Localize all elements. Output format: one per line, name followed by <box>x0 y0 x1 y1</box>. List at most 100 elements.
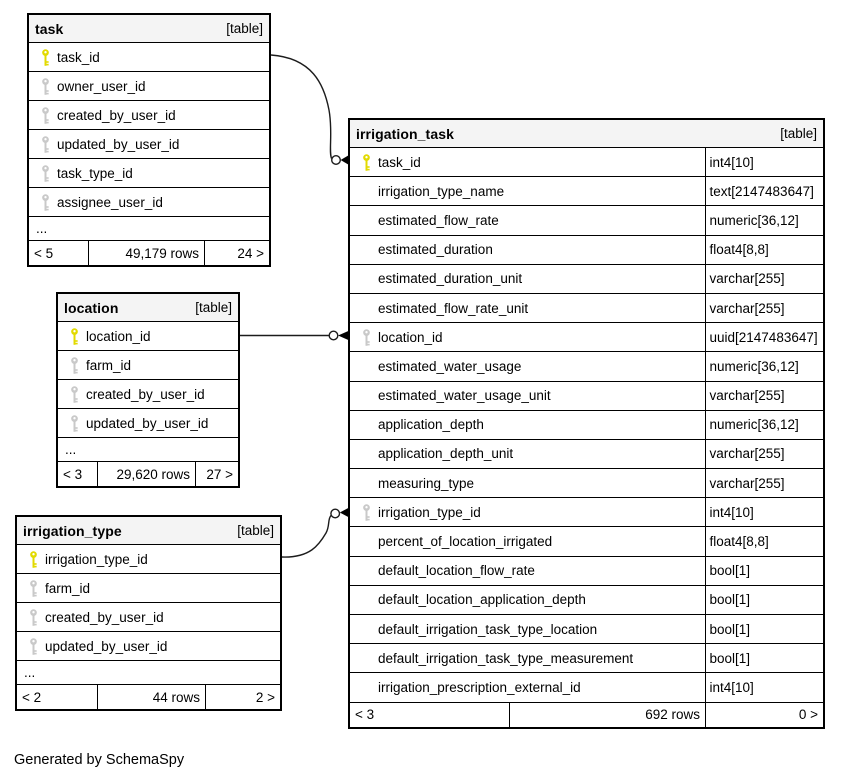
column-row: farm_id <box>58 350 238 379</box>
column-row: default_irrigation_task_type_measurement… <box>350 643 823 673</box>
ellipsis-label: ... <box>65 442 77 457</box>
column-row: task_id <box>29 42 269 71</box>
rows-count: 44 rows <box>97 685 205 709</box>
column-name: task_id <box>57 49 100 65</box>
column-row: irrigation_prescription_external_id int4… <box>350 672 823 702</box>
column-name: irrigation_type_id <box>45 551 148 567</box>
arrowhead-icon <box>340 155 348 165</box>
column-name: default_location_application_depth <box>378 592 586 608</box>
column-row: updated_by_user_id <box>17 631 280 660</box>
relationship-task-to-irrigation-task <box>270 54 333 159</box>
column-name: irrigation_type_id <box>378 504 481 520</box>
column-row: assignee_user_id <box>29 187 269 216</box>
index-key-icon <box>42 164 49 182</box>
column-name: default_irrigation_task_type_location <box>378 621 598 637</box>
column-name: default_location_flow_rate <box>378 563 535 579</box>
zero-or-one-symbol <box>328 330 339 341</box>
index-key-icon <box>30 637 37 655</box>
table-name[interactable]: irrigation_task <box>356 125 454 142</box>
column-name: default_irrigation_task_type_measurement <box>378 650 634 666</box>
column-row: updated_by_user_id <box>29 129 269 158</box>
rows-count: 49,179 rows <box>88 241 204 265</box>
column-row: estimated_duration_unit varchar[255] <box>350 263 823 293</box>
column-name: measuring_type <box>378 475 475 491</box>
table-name[interactable]: location <box>64 299 119 316</box>
column-row: measuring_type varchar[255] <box>350 468 823 498</box>
index-key-icon <box>42 193 49 211</box>
table-type-tag: [table] <box>237 523 274 538</box>
column-type: numeric[36,12] <box>709 417 799 433</box>
table-footer: < 3 692 rows 0 > <box>350 701 823 727</box>
column-name: application_depth <box>378 417 484 433</box>
table-footer: < 3 29,620 rows 27 > <box>58 461 238 486</box>
column-name: assignee_user_id <box>57 194 163 210</box>
column-row: task_id int4[10] <box>350 147 823 177</box>
table-header: irrigation_task [table] <box>350 120 823 147</box>
column-name: estimated_water_usage <box>378 358 522 374</box>
rows-count: 692 rows <box>509 702 705 727</box>
index-key-icon <box>71 356 78 374</box>
children-count: 24 > <box>204 241 269 265</box>
column-name: task_id <box>378 154 421 170</box>
column-name: updated_by_user_id <box>86 415 209 431</box>
column-name: estimated_duration_unit <box>378 271 523 287</box>
column-row: estimated_water_usage_unit varchar[255] <box>350 380 823 410</box>
column-type: int4[10] <box>709 504 754 520</box>
column-row: estimated_duration float4[8,8] <box>350 234 823 264</box>
column-type: uuid[2147483647] <box>709 329 818 345</box>
index-key-icon <box>42 106 49 124</box>
table-header: task [table] <box>29 15 269 42</box>
column-type: varchar[255] <box>709 446 785 462</box>
entity-table-irrigation-task: irrigation_task [table] task_id int4[10]… <box>348 118 825 729</box>
column-row: application_depth_unit varchar[255] <box>350 438 823 469</box>
more-columns-row: ... <box>29 216 269 240</box>
entity-table-irrigation-type: irrigation_type [table] irrigation_type_… <box>15 515 282 711</box>
table-name[interactable]: task <box>35 20 64 37</box>
column-type: numeric[36,12] <box>709 212 799 228</box>
arrowhead-icon <box>339 508 348 517</box>
column-name: updated_by_user_id <box>57 136 180 152</box>
column-type: varchar[255] <box>709 388 785 404</box>
entity-table-task: task [table] task_id owner_user_id creat… <box>27 13 271 267</box>
column-name: irrigation_prescription_external_id <box>378 679 581 695</box>
column-name: estimated_flow_rate_unit <box>378 300 529 316</box>
primary-key-icon <box>71 327 78 345</box>
column-name: percent_of_location_irrigated <box>378 534 553 550</box>
column-row: location_id <box>58 321 238 350</box>
entity-table-location: location [table] location_id farm_id cre… <box>56 292 240 488</box>
primary-key-icon <box>363 153 370 171</box>
column-name: created_by_user_id <box>57 107 176 123</box>
ellipsis-label: ... <box>36 221 48 236</box>
column-row: estimated_water_usage numeric[36,12] <box>350 351 823 381</box>
column-row: default_irrigation_task_type_location bo… <box>350 614 823 644</box>
parents-count: < 5 <box>34 245 54 261</box>
table-footer: < 2 44 rows 2 > <box>17 684 280 709</box>
table-type-tag: [table] <box>780 126 817 141</box>
children-count: 2 > <box>205 685 280 709</box>
table-footer: < 5 49,179 rows 24 > <box>29 240 269 265</box>
relationship-irrigation-type-to-irrigation-task <box>281 515 332 558</box>
column-row: owner_user_id <box>29 71 269 100</box>
table-type-tag: [table] <box>226 21 263 36</box>
column-name: estimated_flow_rate <box>378 212 499 228</box>
table-type-tag: [table] <box>195 300 232 315</box>
column-type: numeric[36,12] <box>709 358 799 374</box>
column-name: estimated_duration <box>378 242 493 258</box>
column-name: farm_id <box>45 580 91 596</box>
column-name: created_by_user_id <box>86 386 205 402</box>
column-row: default_location_application_depth bool[… <box>350 584 823 614</box>
ellipsis-label: ... <box>24 665 36 680</box>
column-row: percent_of_location_irrigated float4[8,8… <box>350 526 823 556</box>
more-columns-row: ... <box>17 660 280 684</box>
index-key-icon <box>363 329 370 346</box>
column-row: irrigation_type_id int4[10] <box>350 497 823 527</box>
table-name[interactable]: irrigation_type <box>23 522 122 539</box>
index-key-icon <box>363 504 370 521</box>
column-type: bool[1] <box>709 650 751 666</box>
column-type: bool[1] <box>709 621 751 637</box>
column-row: application_depth numeric[36,12] <box>350 409 823 439</box>
index-key-icon <box>30 608 37 626</box>
parents-count: < 2 <box>22 689 42 705</box>
column-row: estimated_flow_rate numeric[36,12] <box>350 205 823 235</box>
